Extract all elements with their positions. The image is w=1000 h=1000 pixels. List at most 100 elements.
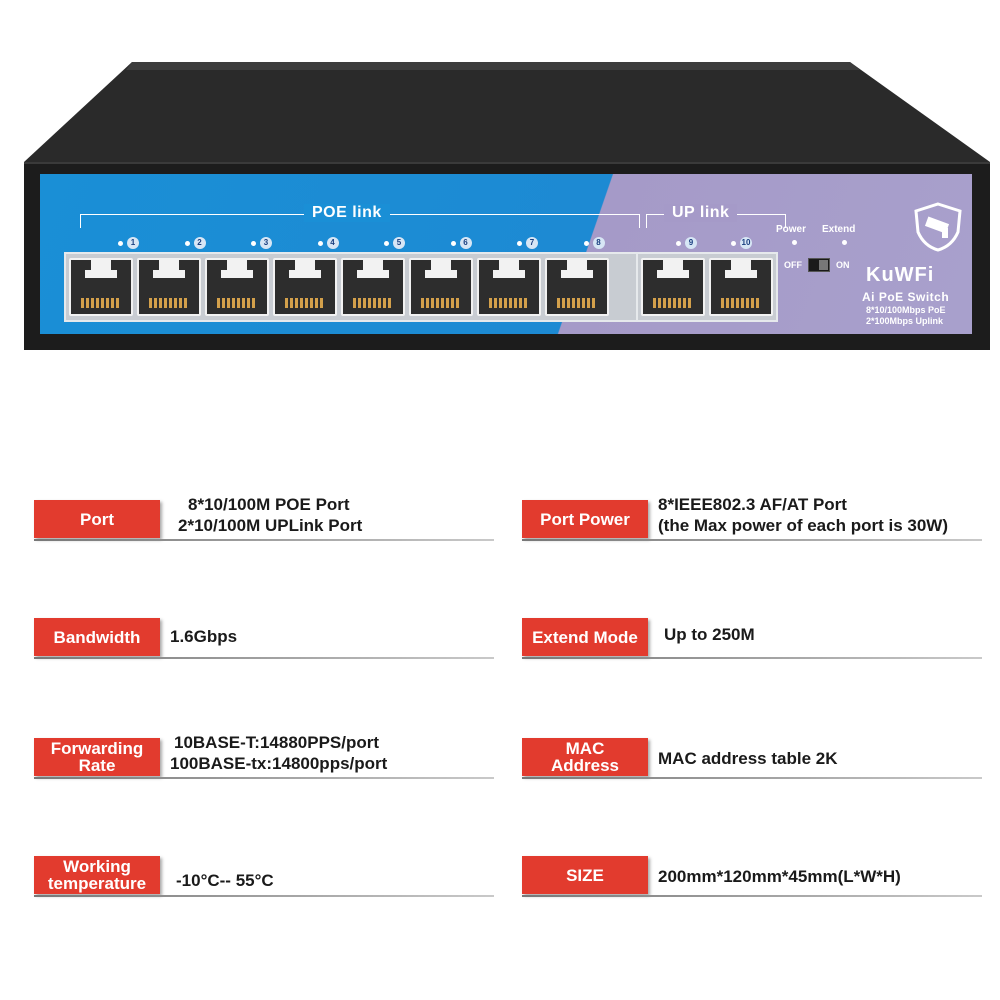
port-number: 5 bbox=[393, 237, 405, 249]
spec-forwarding-rate-value: 10BASE-T:14880PPS/port 100BASE-tx:14800p… bbox=[170, 732, 387, 774]
spec-forwarding-rate-label-line2: Rate bbox=[78, 756, 116, 775]
led-dot bbox=[676, 240, 681, 246]
port-led-1: 1 bbox=[118, 237, 139, 249]
rj45-port-5[interactable] bbox=[341, 258, 405, 316]
port-led-10: 10 bbox=[731, 237, 752, 249]
led-dot bbox=[583, 240, 589, 246]
spec-port-power-value-line1: 8*IEEE802.3 AF/AT Port bbox=[658, 495, 847, 514]
spec-port-power-label: Port Power bbox=[522, 500, 648, 538]
port-number: 3 bbox=[260, 237, 272, 249]
rj45-port-2[interactable] bbox=[137, 258, 201, 316]
port-led-9: 9 bbox=[676, 237, 697, 249]
rj45-port-6[interactable] bbox=[409, 258, 473, 316]
model-desc-line1: 8*10/100Mbps PoE bbox=[866, 305, 946, 315]
model-name: Ai PoE Switch bbox=[862, 290, 950, 304]
port-led-4: 4 bbox=[317, 237, 339, 249]
led-dot bbox=[118, 240, 123, 246]
port-number: 10 bbox=[740, 237, 752, 249]
spec-bandwidth-value: 1.6Gbps bbox=[170, 627, 238, 646]
power-indicator-label: Power bbox=[776, 224, 807, 235]
spec-forwarding-rate-value-line1: 10BASE-T:14880PPS/port bbox=[174, 733, 380, 752]
spec-port-power: Port Power 8*IEEE802.3 AF/AT Port (the M… bbox=[522, 492, 982, 544]
spec-port-value: 8*10/100M POE Port 2*10/100M UPLink Port bbox=[178, 494, 362, 536]
extend-led bbox=[842, 240, 847, 245]
rj45-port-1[interactable] bbox=[69, 258, 133, 316]
spec-forwarding-rate-label: Forwarding Rate bbox=[34, 738, 160, 776]
poe-switch-product-image: POE link 1 2 3 4 5 6 7 8 UP link 9 10 Power Exte… bbox=[0, 0, 1000, 370]
port-number: 2 bbox=[193, 237, 206, 249]
spec-size-label: SIZE bbox=[522, 856, 648, 894]
spec-divider bbox=[522, 895, 982, 897]
led-dot bbox=[450, 240, 456, 246]
up-link-label: UP link bbox=[664, 204, 738, 222]
spec-divider bbox=[34, 895, 494, 897]
spec-mac-address-label-line2: Address bbox=[550, 756, 620, 775]
switch-top-cover bbox=[24, 62, 990, 162]
switch-on-label: ON bbox=[836, 260, 850, 270]
rj45-port-9[interactable] bbox=[641, 258, 705, 316]
poe-link-label: POE link bbox=[304, 204, 390, 222]
spec-bandwidth-label: Bandwidth bbox=[34, 618, 160, 656]
port-number: 4 bbox=[326, 237, 339, 249]
rj45-port-8[interactable] bbox=[545, 258, 609, 316]
spec-working-temperature-label: Working temperature bbox=[34, 856, 160, 894]
led-dot bbox=[317, 240, 323, 246]
rj45-port-10[interactable] bbox=[709, 258, 773, 316]
spec-size: SIZE 200mm*120mm*45mm(L*W*H) bbox=[522, 848, 982, 900]
spec-extend-mode-label: Extend Mode bbox=[522, 618, 648, 656]
spec-divider bbox=[34, 539, 494, 541]
port-led-3: 3 bbox=[251, 237, 272, 249]
spec-divider bbox=[522, 657, 982, 659]
led-dot bbox=[251, 240, 256, 246]
spec-mac-address-label: MAC Address bbox=[522, 738, 648, 776]
port-led-6: 6 bbox=[450, 237, 472, 249]
rj45-port-3[interactable] bbox=[205, 258, 269, 316]
power-led bbox=[792, 240, 797, 245]
extend-indicator-label: Extend bbox=[822, 224, 856, 235]
port-led-8: 8 bbox=[583, 237, 605, 249]
switch-off-label: OFF bbox=[784, 260, 802, 270]
led-dot bbox=[517, 240, 522, 246]
up-port-bank bbox=[636, 252, 778, 322]
spec-extend-mode-value: Up to 250M bbox=[664, 625, 755, 644]
poe-port-bank bbox=[64, 252, 646, 322]
spec-working-temperature: Working temperature -10°C-- 55°C bbox=[34, 848, 494, 900]
rj45-port-7[interactable] bbox=[477, 258, 541, 316]
port-number: 8 bbox=[592, 237, 605, 249]
spec-mac-address-value: MAC address table 2K bbox=[658, 749, 838, 768]
port-number: 6 bbox=[459, 237, 472, 249]
port-led-5: 5 bbox=[384, 237, 405, 249]
led-dot bbox=[731, 240, 736, 246]
port-led-2: 2 bbox=[184, 237, 206, 249]
led-dot bbox=[184, 240, 190, 246]
brand-logo-text: KuWFi bbox=[866, 264, 935, 286]
spec-extend-mode: Extend Mode Up to 250M bbox=[522, 610, 982, 662]
spec-divider bbox=[34, 777, 494, 779]
spec-port: Port 8*10/100M POE Port 2*10/100M UPLink… bbox=[34, 492, 494, 544]
extend-mode-toggle[interactable] bbox=[808, 258, 830, 272]
camera-shield-icon bbox=[914, 202, 962, 252]
spec-divider bbox=[522, 539, 982, 541]
spec-size-value: 200mm*120mm*45mm(L*W*H) bbox=[658, 867, 901, 886]
spec-port-value-line1: 8*10/100M POE Port bbox=[188, 495, 350, 514]
spec-bandwidth: Bandwidth 1.6Gbps bbox=[34, 610, 494, 662]
led-dot bbox=[384, 240, 389, 246]
spec-working-temperature-value: -10°C-- 55°C bbox=[176, 871, 274, 890]
spec-forwarding-rate-label-line1: Forwarding bbox=[50, 739, 144, 758]
spec-port-label: Port bbox=[34, 500, 160, 538]
spec-working-temperature-label-line1: Working bbox=[63, 857, 131, 876]
rj45-port-4[interactable] bbox=[273, 258, 337, 316]
front-label-panel: POE link 1 2 3 4 5 6 7 8 UP link 9 10 Power Exte… bbox=[40, 174, 972, 334]
spec-port-value-line2: 2*10/100M UPLink Port bbox=[178, 516, 363, 535]
spec-port-power-value-line2: (the Max power of each port is 30W) bbox=[658, 516, 948, 535]
spec-forwarding-rate-value-line2: 100BASE-tx:14800pps/port bbox=[170, 754, 388, 773]
port-number: 7 bbox=[526, 237, 538, 249]
port-number: 9 bbox=[685, 237, 697, 249]
spec-divider bbox=[522, 777, 982, 779]
switch-front-panel: POE link 1 2 3 4 5 6 7 8 UP link 9 10 Power Exte… bbox=[24, 162, 990, 350]
spec-forwarding-rate: Forwarding Rate 10BASE-T:14880PPS/port 1… bbox=[34, 730, 494, 782]
spec-divider bbox=[34, 657, 494, 659]
spec-working-temperature-label-line2: temperature bbox=[47, 874, 147, 893]
port-led-7: 7 bbox=[517, 237, 538, 249]
port-number: 1 bbox=[127, 237, 139, 249]
